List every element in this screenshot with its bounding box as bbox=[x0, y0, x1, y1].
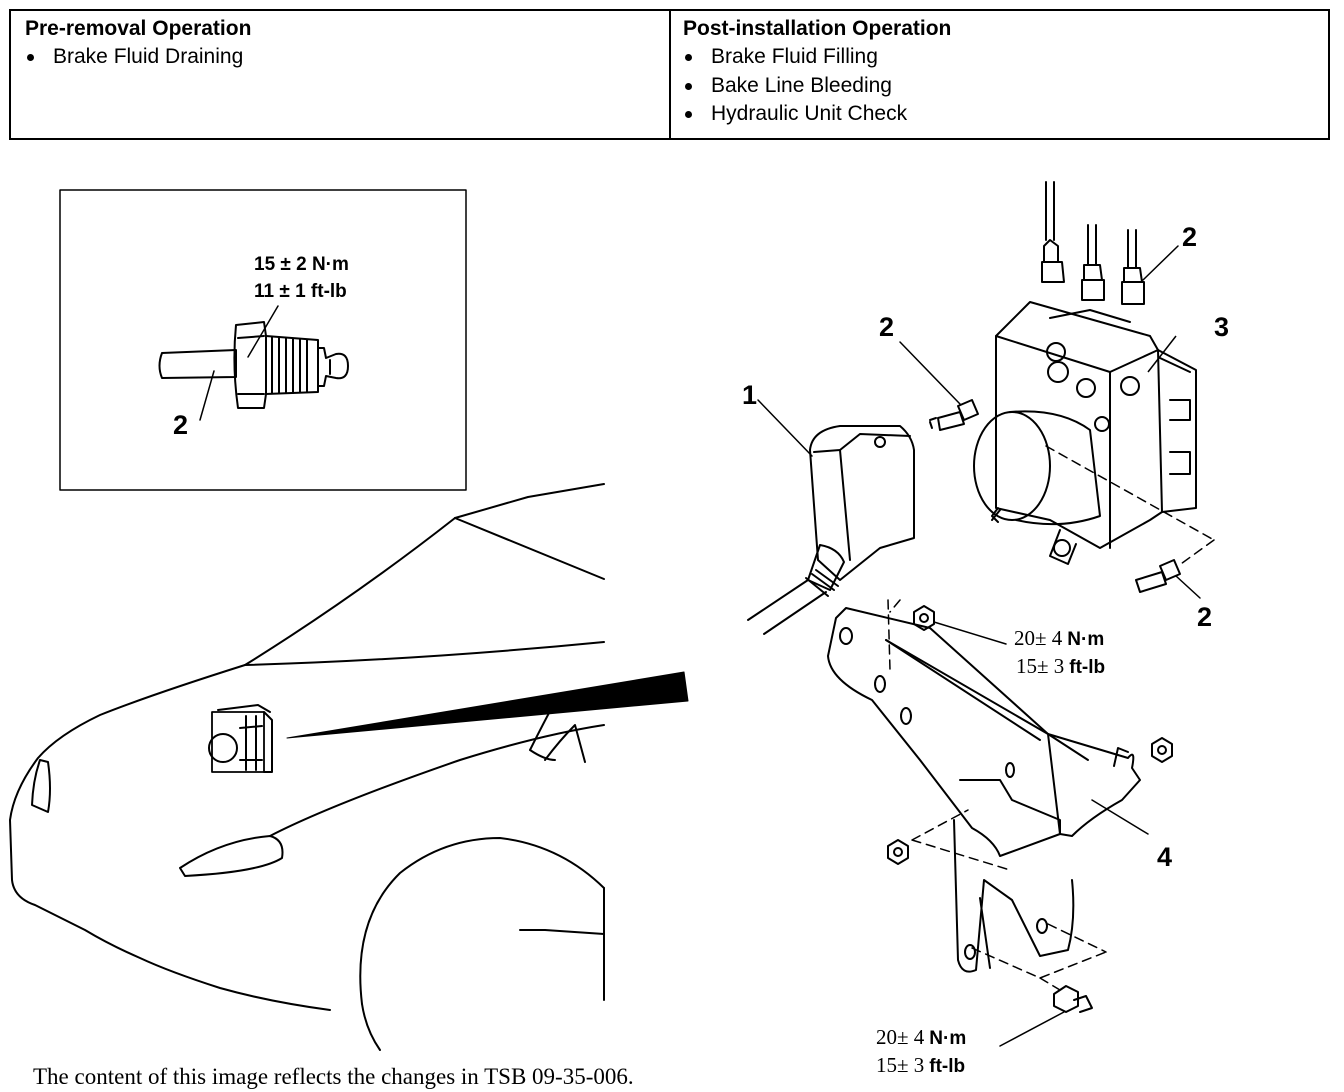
pre-removal-heading: Pre-removal Operation bbox=[25, 17, 252, 40]
inset-torque-metric: 15 ± 2 N·m bbox=[254, 254, 349, 275]
inset-torque-imperial: 11 ± 1 ft-lb bbox=[254, 281, 347, 302]
post-installation-column: Post-installation Operation Brake Fluid … bbox=[671, 11, 1328, 138]
side-brake-fittings bbox=[899, 341, 1215, 599]
list-item: Bake Line Bleeding bbox=[683, 72, 1316, 101]
callout-hydraulic-unit: 3 bbox=[1214, 312, 1229, 342]
callout-brake-line-left: 2 bbox=[879, 312, 894, 342]
pre-removal-column: Pre-removal Operation Brake Fluid Draini… bbox=[11, 11, 671, 138]
pre-removal-list: Brake Fluid Draining bbox=[25, 43, 657, 72]
operations-table: Pre-removal Operation Brake Fluid Draini… bbox=[9, 9, 1330, 140]
mounting-bracket bbox=[827, 599, 1149, 991]
vehicle-outline bbox=[9, 483, 605, 1051]
callout-inset-part: 2 bbox=[173, 410, 188, 440]
mounting-fasteners bbox=[887, 605, 1173, 1047]
fitting-inset bbox=[59, 189, 467, 491]
callout-brake-line-lower: 2 bbox=[1197, 602, 1212, 632]
list-item: Brake Fluid Filling bbox=[683, 43, 1316, 72]
harness-connector bbox=[747, 399, 915, 635]
post-installation-heading: Post-installation Operation bbox=[683, 17, 952, 40]
callout-bracket: 4 bbox=[1157, 842, 1172, 872]
callout-connector: 1 bbox=[742, 380, 757, 410]
brake-lines bbox=[1041, 181, 1179, 305]
tsb-footnote: The content of this image reflects the c… bbox=[33, 1064, 634, 1089]
list-item: Brake Fluid Draining bbox=[25, 43, 657, 72]
post-installation-list: Brake Fluid Filling Bake Line Bleeding H… bbox=[683, 43, 1316, 129]
callout-brake-line-top: 2 bbox=[1182, 222, 1197, 252]
pointer-wedge bbox=[286, 671, 689, 739]
list-item: Hydraulic Unit Check bbox=[683, 100, 1316, 129]
hydraulic-unit bbox=[973, 301, 1197, 565]
